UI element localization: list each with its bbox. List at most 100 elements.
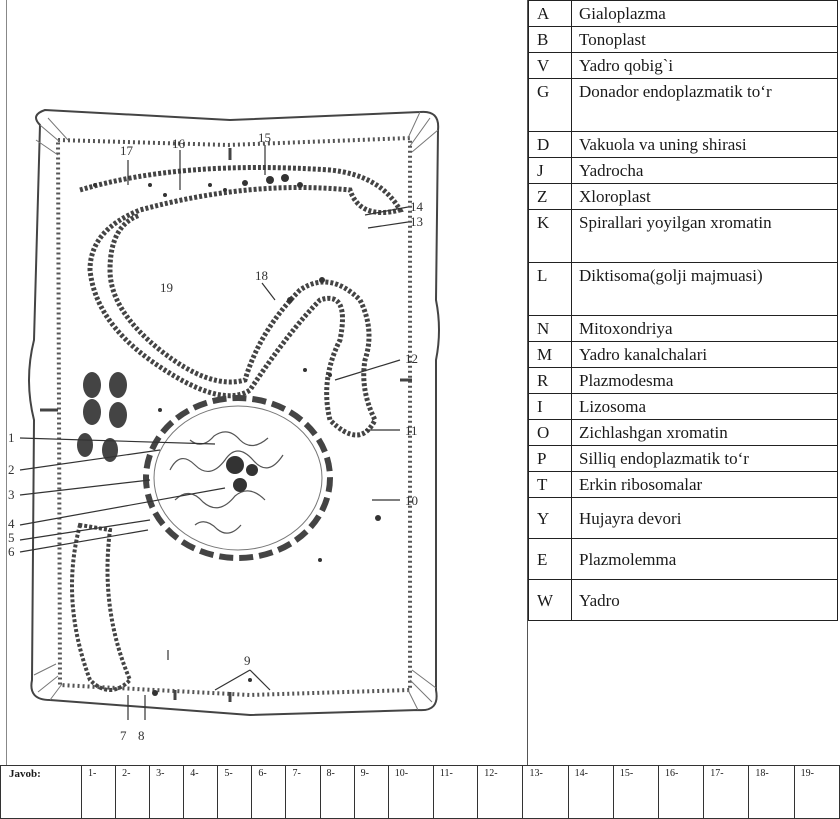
legend-letter: I [529, 394, 572, 420]
answer-cell[interactable]: 6- [252, 766, 286, 819]
legend-letter: B [529, 27, 572, 53]
legend-letter: L [529, 263, 572, 316]
diagram-number: 4 [8, 516, 15, 531]
nucleus-drawing [146, 398, 330, 558]
answer-cell[interactable]: 10- [388, 766, 433, 819]
legend-term: Yadro kanalchalari [572, 342, 838, 368]
legend-term: Plazmodesma [572, 368, 838, 394]
diagram-number: 19 [160, 280, 173, 295]
legend-letter: O [529, 420, 572, 446]
legend-term: Donador endoplazmatik to‘r [572, 79, 838, 132]
diagram-number: 18 [255, 268, 268, 283]
legend-term: Zichlashgan xromatin [572, 420, 838, 446]
diagram-number: 15 [258, 130, 271, 145]
legend-letter: P [529, 446, 572, 472]
answer-cell[interactable]: 1- [82, 766, 116, 819]
legend-term: Silliq endoplazmatik to‘r [572, 446, 838, 472]
legend-letter: K [529, 210, 572, 263]
answer-cell[interactable]: 5- [218, 766, 252, 819]
legend-letter: G [529, 79, 572, 132]
answer-cell[interactable]: 9- [354, 766, 388, 819]
legend-term: Yadro [572, 580, 838, 621]
answer-label: Javob: [1, 766, 82, 819]
answer-cell[interactable]: 16- [659, 766, 704, 819]
legend-term: Hujayra devori [572, 498, 838, 539]
diagram-number: 1 [8, 430, 15, 445]
legend-term: Mitoxondriya [572, 316, 838, 342]
answer-cell[interactable]: 12- [478, 766, 523, 819]
legend-letter: M [529, 342, 572, 368]
answer-cell[interactable]: 3- [150, 766, 184, 819]
legend-letter: E [529, 539, 572, 580]
answer-cell[interactable]: 15- [613, 766, 658, 819]
diagram-number: 13 [410, 214, 423, 229]
answer-cell[interactable]: 18- [749, 766, 794, 819]
legend-letter: Y [529, 498, 572, 539]
diagram-number: 8 [138, 728, 145, 743]
answer-cell[interactable]: 7- [286, 766, 320, 819]
legend-letter: J [529, 158, 572, 184]
answer-cell[interactable]: 17- [704, 766, 749, 819]
diagram-number: 11 [405, 423, 418, 438]
answer-cell[interactable]: 19- [794, 766, 839, 819]
legend-term: Spirallari yoyilgan xromatin [572, 210, 838, 263]
diagram-number: 14 [410, 199, 424, 214]
legend-letter: Z [529, 184, 572, 210]
diagram-number: 12 [405, 351, 418, 366]
legend-letter: D [529, 132, 572, 158]
diagram-number: 9 [244, 653, 251, 668]
legend-letter: R [529, 368, 572, 394]
legend-term: Yadrocha [572, 158, 838, 184]
answer-cell[interactable]: 8- [320, 766, 354, 819]
diagram-number: 3 [8, 487, 15, 502]
answer-cell[interactable]: 4- [184, 766, 218, 819]
legend-letter: T [529, 472, 572, 498]
legend-term: Yadro qobig`i [572, 53, 838, 79]
legend-term: Erkin ribosomalar [572, 472, 838, 498]
legend-term: Vakuola va uning shirasi [572, 132, 838, 158]
legend-letter: W [529, 580, 572, 621]
answer-row: Javob: 1- 2- 3- 4- 5- 6- 7- 8- 9- 10- 11… [0, 765, 840, 819]
diagram-number: 7 [120, 728, 127, 743]
diagram-number: 16 [172, 136, 186, 151]
diagram-number: 2 [8, 462, 15, 477]
answer-cell[interactable]: 2- [116, 766, 150, 819]
diagram-number: 17 [120, 143, 134, 158]
legend-term: Xloroplast [572, 184, 838, 210]
diagram-number: 10 [405, 493, 418, 508]
vacuole-membrane [80, 168, 400, 436]
legend-term: Plazmolemma [572, 539, 838, 580]
diagram-number: 5 [8, 530, 15, 545]
legend-letter: V [529, 53, 572, 79]
legend-letter: N [529, 316, 572, 342]
legend-term: Gialoplazma [572, 1, 838, 27]
legend-term: Diktisoma(golji majmuasi) [572, 263, 838, 316]
answer-cell[interactable]: 14- [568, 766, 613, 819]
answer-cell[interactable]: 13- [523, 766, 568, 819]
legend-term: Tonoplast [572, 27, 838, 53]
legend-term: Lizosoma [572, 394, 838, 420]
legend-letter: A [529, 1, 572, 27]
answer-cell[interactable]: 11- [433, 766, 477, 819]
legend-row: DVakuola va uning shirasi [529, 132, 838, 158]
plant-cell-diagram: 1 2 3 4 5 6 7 8 9 10 11 12 13 14 15 16 1… [0, 0, 528, 765]
